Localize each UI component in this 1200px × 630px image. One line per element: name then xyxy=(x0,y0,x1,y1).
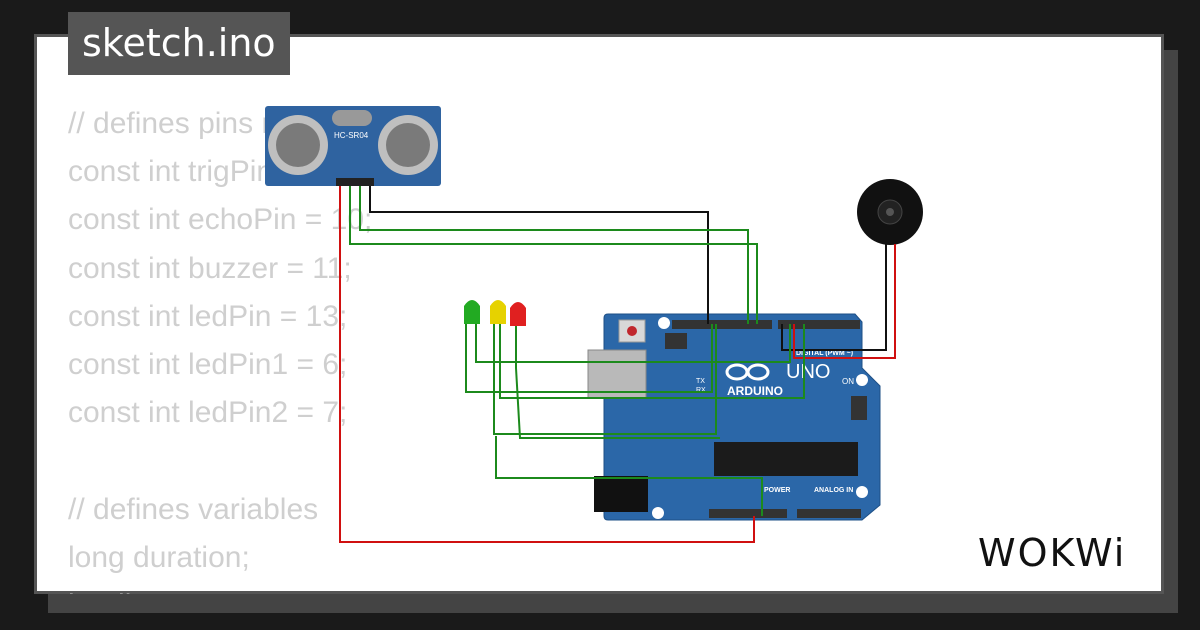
led-green[interactable] xyxy=(464,300,480,324)
code-line: const int ledPin2 = 7; xyxy=(68,396,348,430)
atmega-chip xyxy=(714,442,858,476)
icsp-header-2 xyxy=(665,333,687,349)
reset-button-cap[interactable] xyxy=(627,326,637,336)
sensor-label: HC-SR04 xyxy=(334,131,369,140)
power-label: POWER xyxy=(764,487,790,494)
on-led-label: ON xyxy=(842,377,854,386)
code-line: // defines variables xyxy=(68,492,319,526)
wokwi-logo: WOKWi xyxy=(978,528,1146,579)
code-line: long duration; xyxy=(68,540,250,574)
rx-led-label: RX xyxy=(696,387,706,394)
icsp-header xyxy=(851,396,867,420)
file-tab[interactable]: sketch.ino xyxy=(68,12,290,75)
arduino-logo xyxy=(725,363,770,381)
usb-port xyxy=(587,349,647,399)
analog-header xyxy=(797,509,861,518)
hc-sr04-sensor[interactable]: HC-SR04 xyxy=(265,106,441,186)
power-jack xyxy=(594,476,648,512)
wokwi-logo-graphic: WOKWi xyxy=(978,531,1126,575)
arduino-uno-board[interactable]: ARDUINO UNO ON TX RX DIGITAL (PWM ~) POW… xyxy=(587,313,881,521)
tx-led-label: TX xyxy=(696,378,705,385)
digital-label: DIGITAL (PWM ~) xyxy=(796,350,853,357)
mount-hole xyxy=(652,507,664,519)
mount-hole xyxy=(856,374,868,386)
code-line: const int ledPin1 = 6; xyxy=(68,347,348,381)
led-red[interactable] xyxy=(510,302,526,326)
code-line: const int buzzer = 11; xyxy=(68,251,352,285)
digital-header-b xyxy=(778,320,860,329)
analog-label: ANALOG IN xyxy=(814,487,853,494)
power-header xyxy=(709,509,787,518)
wokwi-logo-text: WOKWi xyxy=(978,531,1126,574)
wires xyxy=(339,186,896,543)
mount-hole xyxy=(856,486,868,498)
mount-hole xyxy=(658,317,670,329)
card-bottom-shadow xyxy=(48,594,1178,613)
digital-header-a xyxy=(672,320,772,329)
code-line: const int echoPin = 10; xyxy=(68,203,373,237)
arduino-model-text: UNO xyxy=(786,361,830,383)
buzzer[interactable] xyxy=(857,179,923,245)
arduino-brand-text: ARDUINO xyxy=(727,384,783,398)
led-yellow[interactable] xyxy=(490,300,506,324)
